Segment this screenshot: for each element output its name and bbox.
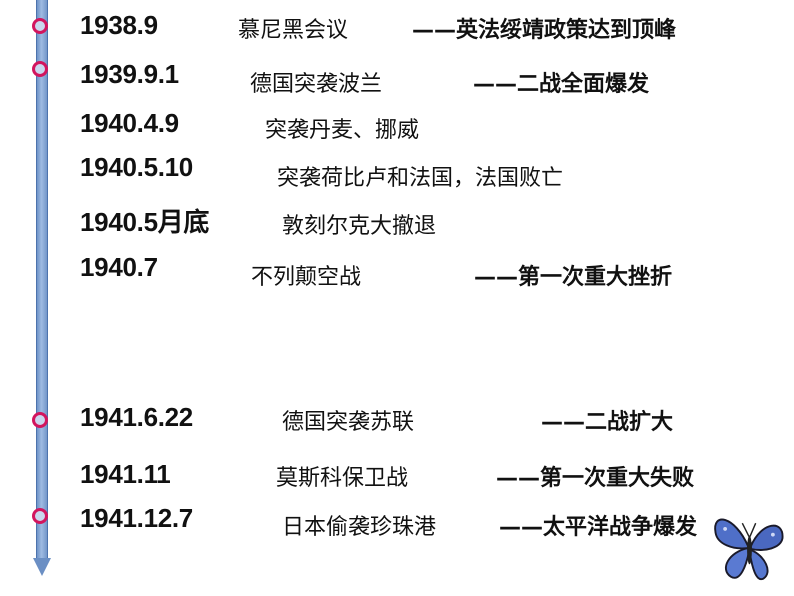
event-date: 1938.9 — [80, 10, 158, 40]
event-date: 1940.7 — [80, 252, 158, 282]
event-name: 日本偷袭珍珠港 — [282, 515, 437, 540]
event-date: 1940.5月底 — [80, 207, 210, 237]
event-name: 突袭丹麦、挪威 — [265, 118, 420, 143]
event-result: ——第一次重大挫折 — [474, 265, 673, 290]
event-result: ——太平洋战争爆发 — [499, 515, 698, 540]
event-result: ——第一次重大失败 — [496, 466, 695, 491]
butterfly-icon — [714, 518, 784, 581]
event-name: 不列颠空战 — [251, 265, 362, 290]
event-date: 1941.11 — [80, 459, 171, 489]
timeline-marker — [32, 412, 48, 428]
event-result: ——英法绥靖政策达到顶峰 — [412, 18, 677, 43]
timeline-arrow-head — [33, 558, 51, 576]
timeline-marker — [32, 18, 48, 34]
event-name: 慕尼黑会议 — [238, 18, 349, 43]
event-date: 1940.4.9 — [80, 108, 179, 138]
event-date: 1940.5.10 — [80, 152, 193, 182]
timeline-marker — [32, 508, 48, 524]
event-name: 敦刻尔克大撤退 — [282, 214, 437, 239]
event-name: 莫斯科保卫战 — [276, 466, 409, 491]
event-result: ——二战扩大 — [541, 410, 674, 435]
timeline-bar — [36, 0, 48, 560]
event-date: 1941.6.22 — [80, 402, 193, 432]
event-name: 突袭荷比卢和法国，法国败亡 — [277, 166, 564, 191]
event-date: 1941.12.7 — [80, 503, 193, 533]
event-result: ——二战全面爆发 — [473, 72, 650, 97]
timeline-marker — [32, 61, 48, 77]
event-date: 1939.9.1 — [80, 59, 179, 89]
event-name: 德国突袭波兰 — [250, 72, 383, 97]
event-name: 德国突袭苏联 — [282, 410, 415, 435]
